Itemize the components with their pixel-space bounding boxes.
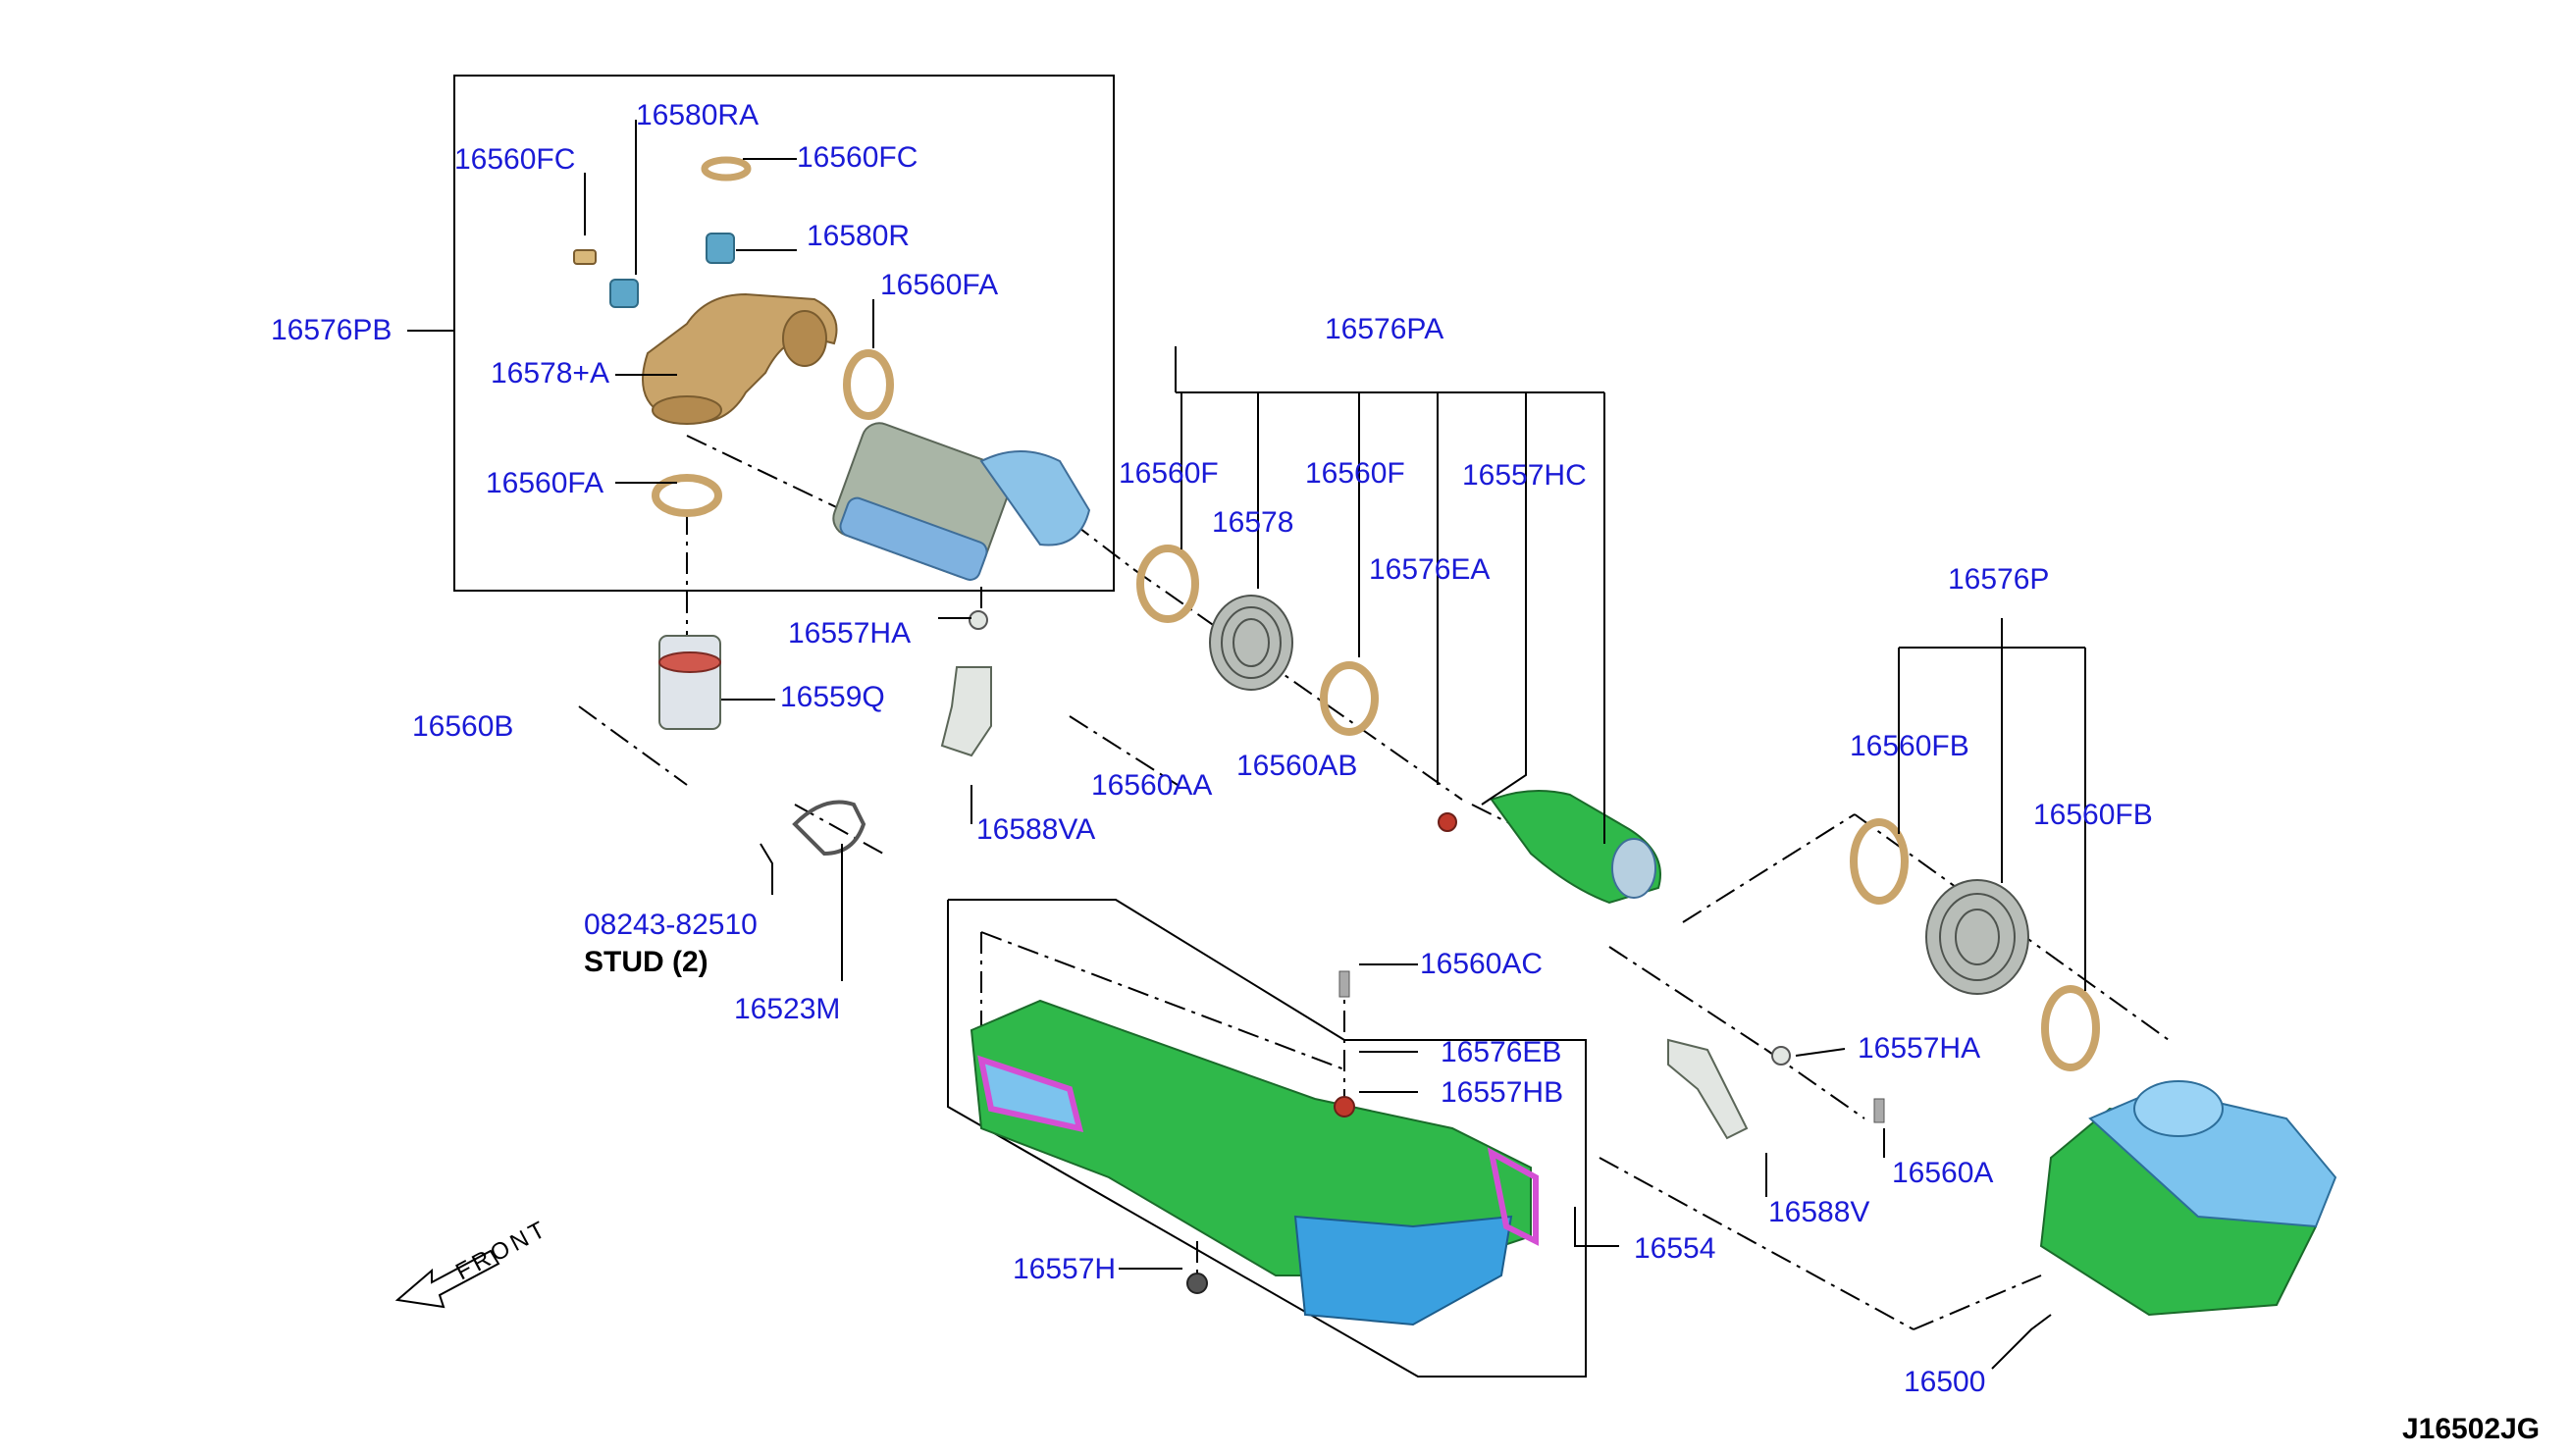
label-16560FA-a[interactable]: 16560FA bbox=[880, 269, 998, 301]
air-flow-meter-part bbox=[832, 422, 1091, 581]
group-box-16554 bbox=[947, 899, 1587, 1378]
label-16554[interactable]: 16554 bbox=[1634, 1232, 1715, 1265]
leader-lines bbox=[407, 120, 2086, 1370]
label-08243-82510[interactable]: 08243-82510 bbox=[584, 909, 758, 941]
label-16560F-b[interactable]: 16560F bbox=[1305, 457, 1405, 490]
clamp-16560F-a bbox=[1136, 545, 1199, 623]
tube-16559Q-part bbox=[658, 635, 721, 730]
label-16560FC-b[interactable]: 16560FC bbox=[797, 141, 918, 174]
clip-16560FC-a bbox=[573, 249, 597, 265]
label-16559Q[interactable]: 16559Q bbox=[780, 681, 885, 713]
label-16560B[interactable]: 16560B bbox=[412, 710, 513, 743]
group-box-16576PB bbox=[453, 75, 1115, 592]
label-16588V[interactable]: 16588V bbox=[1768, 1196, 1869, 1228]
label-16560AA[interactable]: 16560AA bbox=[1091, 769, 1212, 802]
label-16560AC[interactable]: 16560AC bbox=[1420, 948, 1543, 980]
label-16557HA-b[interactable]: 16557HA bbox=[1858, 1032, 1980, 1065]
air-cleaner-16500-part bbox=[2039, 1080, 2337, 1317]
front-label: FRONT bbox=[451, 1215, 552, 1285]
label-16588VA[interactable]: 16588VA bbox=[976, 813, 1095, 846]
bracket-16588VA-part bbox=[940, 666, 992, 757]
label-16576EA[interactable]: 16576EA bbox=[1369, 553, 1490, 586]
clamp-16560FA-b bbox=[652, 474, 722, 517]
label-16560A[interactable]: 16560A bbox=[1892, 1157, 1993, 1189]
label-16560AB[interactable]: 16560AB bbox=[1236, 750, 1357, 782]
grommet-16557HA-a bbox=[969, 610, 988, 630]
label-16578[interactable]: 16578 bbox=[1212, 506, 1293, 539]
clamp-16560FB-b bbox=[2041, 985, 2100, 1071]
label-16557HB[interactable]: 16557HB bbox=[1441, 1076, 1563, 1109]
grommet-16557H bbox=[1186, 1273, 1208, 1294]
clamp-16560FB-a bbox=[1850, 818, 1909, 905]
label-16560FA-b[interactable]: 16560FA bbox=[486, 467, 603, 499]
label-16500[interactable]: 16500 bbox=[1904, 1366, 1985, 1398]
label-16576PA[interactable]: 16576PA bbox=[1325, 313, 1443, 345]
label-16578A[interactable]: 16578+A bbox=[491, 357, 609, 390]
clamp-16560FA-a bbox=[843, 349, 894, 420]
air-duct-16576P-part bbox=[1925, 879, 2029, 995]
air-duct-16576PA-part bbox=[1438, 790, 1661, 905]
label-16557HA-a[interactable]: 16557HA bbox=[788, 617, 911, 650]
label-16560FB-a[interactable]: 16560FB bbox=[1850, 730, 1969, 762]
label-stud: STUD (2) bbox=[584, 946, 708, 978]
label-16557H[interactable]: 16557H bbox=[1013, 1253, 1116, 1285]
label-16580RA[interactable]: 16580RA bbox=[636, 99, 759, 131]
sensor-16580RA bbox=[609, 279, 639, 308]
sensor-16580R bbox=[706, 233, 735, 264]
bolt-16560AC bbox=[1338, 970, 1350, 998]
bracket-16588V-part bbox=[1667, 1038, 1749, 1140]
label-16576P[interactable]: 16576P bbox=[1948, 563, 2049, 596]
label-16560FC-a[interactable]: 16560FC bbox=[454, 143, 575, 176]
clamp-16560F-b bbox=[1320, 661, 1379, 736]
front-arrow: FRONT bbox=[394, 1215, 552, 1309]
label-16580R[interactable]: 16580R bbox=[807, 220, 910, 252]
air-duct-16578-part bbox=[1209, 595, 1293, 691]
label-16523M[interactable]: 16523M bbox=[734, 993, 840, 1025]
bolt-16560A bbox=[1873, 1098, 1885, 1123]
label-16557HC[interactable]: 16557HC bbox=[1462, 459, 1587, 492]
grommet-16557HB bbox=[1334, 1096, 1355, 1118]
label-16560F-a[interactable]: 16560F bbox=[1119, 457, 1219, 490]
diagram-code: J16502JG bbox=[2402, 1413, 2540, 1445]
inlet-duct-16554-part bbox=[970, 999, 1539, 1326]
label-16576EB[interactable]: 16576EB bbox=[1441, 1036, 1561, 1068]
resonator-duct-part bbox=[642, 292, 838, 425]
gasket-16523M-part bbox=[792, 800, 866, 857]
clamp-16560FC-b bbox=[701, 156, 752, 182]
grommet-16557HA-b bbox=[1771, 1046, 1791, 1066]
label-16560FB-b[interactable]: 16560FB bbox=[2033, 799, 2153, 831]
label-16576PB[interactable]: 16576PB bbox=[271, 314, 392, 346]
